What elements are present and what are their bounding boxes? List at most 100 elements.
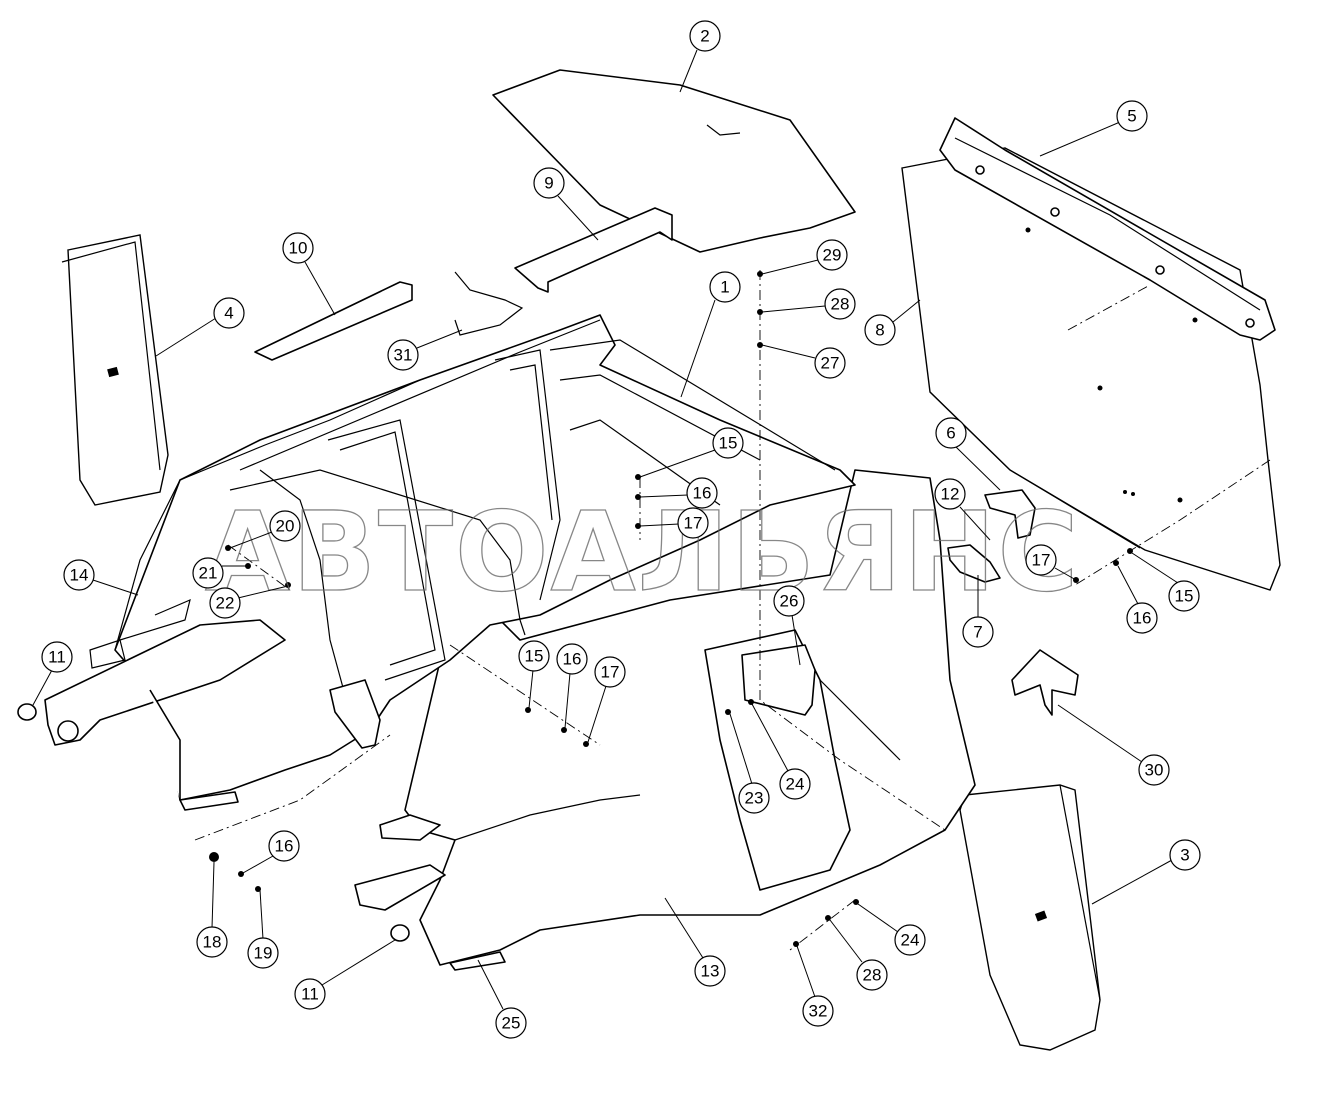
- callout-label: 11: [301, 985, 319, 1004]
- callout-label: 15: [525, 647, 544, 666]
- callout-label: 1: [720, 278, 729, 297]
- callout-1[interactable]: 1: [709, 271, 741, 303]
- callout-20[interactable]: 20: [269, 510, 301, 542]
- callout-5[interactable]: 5: [1116, 100, 1148, 132]
- callout-24-lower[interactable]: 24: [894, 924, 926, 956]
- assembly-center-lines: [194, 270, 1271, 951]
- callout-8[interactable]: 8: [864, 314, 896, 346]
- callout-label: 15: [719, 434, 738, 453]
- handle-part-6: [984, 489, 1036, 539]
- callout-19[interactable]: 19: [247, 937, 279, 969]
- callout-label: 26: [780, 592, 799, 611]
- callout-label: 19: [254, 944, 273, 963]
- parts-layer: [17, 69, 1281, 1051]
- callout-label: 4: [224, 304, 233, 323]
- callout-16-center[interactable]: 16: [686, 477, 718, 509]
- callout-16-right[interactable]: 16: [1126, 602, 1158, 634]
- callout-17-lower[interactable]: 17: [594, 656, 626, 688]
- callout-label: 28: [863, 966, 882, 985]
- callout-label: 9: [544, 174, 553, 193]
- callout-9[interactable]: 9: [533, 167, 565, 199]
- callout-30[interactable]: 30: [1138, 754, 1170, 786]
- callout-31[interactable]: 31: [387, 339, 419, 371]
- callout-3[interactable]: 3: [1169, 839, 1201, 871]
- bracket-part-7: [947, 544, 1001, 583]
- callout-label: 6: [946, 424, 955, 443]
- callout-7[interactable]: 7: [962, 616, 994, 648]
- callout-label: 7: [973, 623, 982, 642]
- cab-frame: [44, 314, 856, 811]
- callout-21[interactable]: 21: [192, 557, 224, 589]
- callout-label: 21: [199, 564, 218, 583]
- left-trim-part-14: [114, 479, 181, 651]
- callout-29[interactable]: 29: [816, 239, 848, 271]
- arrow-part-31: [454, 271, 524, 336]
- callout-label: 16: [1133, 609, 1152, 628]
- bushing-left: [17, 703, 37, 721]
- callout-label: 25: [502, 1014, 521, 1033]
- callout-4[interactable]: 4: [213, 297, 245, 329]
- callout-label: 18: [203, 933, 222, 952]
- callout-label: 17: [1032, 551, 1051, 570]
- tab-part-30: [1011, 649, 1079, 716]
- callout-17-center[interactable]: 17: [677, 507, 709, 539]
- hardware-dots: [209, 271, 1133, 947]
- callout-label: 10: [289, 239, 308, 258]
- strip-part-9: [514, 207, 673, 293]
- callout-label: 16: [563, 650, 582, 669]
- callout-15-center[interactable]: 15: [712, 427, 744, 459]
- callout-label: 11: [48, 648, 66, 667]
- cab-lower-shell: [354, 469, 976, 971]
- callout-15-right[interactable]: 15: [1168, 580, 1200, 612]
- callout-15-lower[interactable]: 15: [518, 640, 550, 672]
- callout-22[interactable]: 22: [209, 587, 241, 619]
- callout-label: 15: [1175, 587, 1194, 606]
- callout-24[interactable]: 24: [779, 768, 811, 800]
- callout-25[interactable]: 25: [495, 1007, 527, 1039]
- callouts-layer: 1 2 3 4 5 6: [32, 20, 1201, 1039]
- callout-28-top[interactable]: 28: [824, 288, 856, 320]
- rear-bracket: [939, 117, 1276, 341]
- callout-10[interactable]: 10: [282, 232, 314, 264]
- callout-27[interactable]: 27: [814, 347, 846, 379]
- callout-label: 24: [786, 775, 805, 794]
- callout-label: 16: [693, 484, 712, 503]
- callout-label: 12: [941, 485, 960, 504]
- callout-2[interactable]: 2: [689, 20, 721, 52]
- callout-6[interactable]: 6: [935, 417, 967, 449]
- callout-14[interactable]: 14: [63, 559, 95, 591]
- callout-11-right[interactable]: 11: [294, 978, 326, 1010]
- callout-label: 31: [394, 346, 413, 365]
- callout-23[interactable]: 23: [738, 782, 770, 814]
- callout-label: 32: [809, 1002, 828, 1021]
- callout-label: 17: [684, 514, 703, 533]
- callout-13[interactable]: 13: [694, 955, 726, 987]
- callout-11-left[interactable]: 11: [41, 641, 73, 673]
- strip-part-10: [254, 281, 413, 361]
- callout-label: 24: [901, 931, 920, 950]
- callout-label: 5: [1127, 107, 1136, 126]
- bushing-right: [390, 924, 410, 942]
- callout-label: 3: [1180, 846, 1189, 865]
- callout-label: 29: [823, 246, 842, 265]
- callout-16-bottom[interactable]: 16: [268, 830, 300, 862]
- callout-label: 27: [821, 354, 840, 373]
- callout-label: 30: [1145, 761, 1164, 780]
- callout-17-right[interactable]: 17: [1025, 544, 1057, 576]
- callout-label: 23: [745, 789, 764, 808]
- callout-label: 2: [700, 27, 709, 46]
- roof-liner-panel: [492, 69, 856, 253]
- callout-16-lower[interactable]: 16: [556, 643, 588, 675]
- callout-28-lower[interactable]: 28: [856, 959, 888, 991]
- left-side-panel: [61, 234, 169, 506]
- callout-label: 8: [875, 321, 884, 340]
- watermark-text: АВТОАЛЬЯНС: [205, 488, 1080, 616]
- callout-26[interactable]: 26: [773, 585, 805, 617]
- callout-label: 28: [831, 295, 850, 314]
- callout-label: 14: [70, 566, 89, 585]
- right-side-panel: [959, 784, 1101, 1051]
- callout-12[interactable]: 12: [934, 478, 966, 510]
- callout-18[interactable]: 18: [196, 926, 228, 958]
- callout-32[interactable]: 32: [802, 995, 834, 1027]
